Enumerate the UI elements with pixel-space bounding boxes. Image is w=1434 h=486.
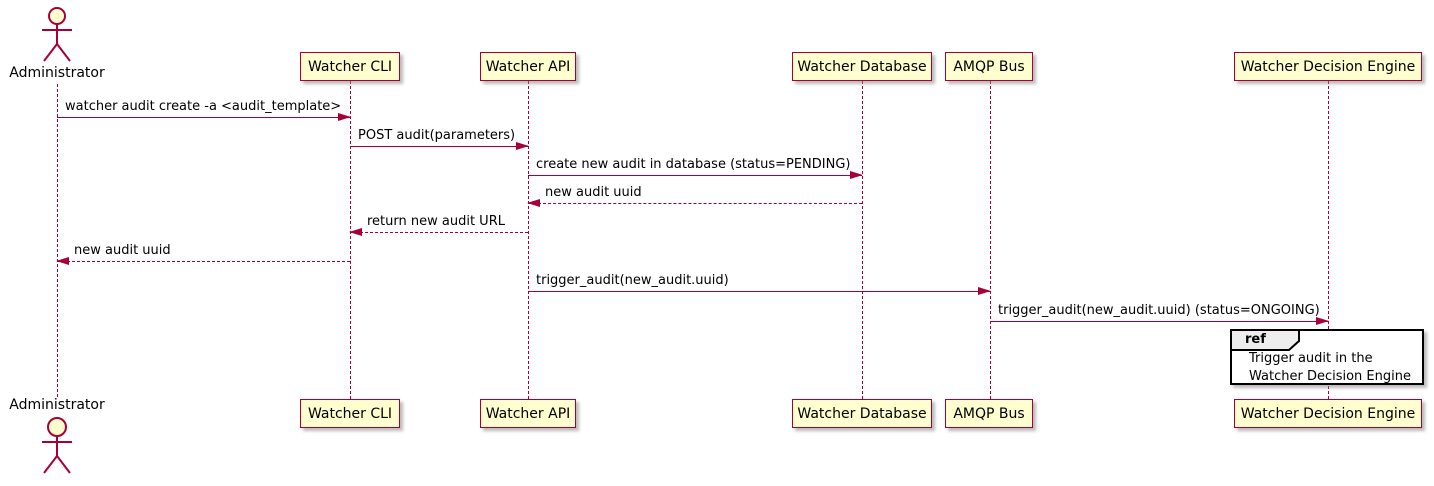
message-label: watcher audit create -a <audit_template> bbox=[65, 99, 342, 114]
lifeline-watcher-api bbox=[528, 81, 529, 399]
ref-text-line2: Watcher Decision Engine bbox=[1249, 369, 1411, 384]
participant-label: Watcher Decision Engine bbox=[1240, 405, 1416, 422]
arrowhead-icon bbox=[1316, 317, 1329, 325]
ref-text-line1: Trigger audit in the bbox=[1249, 351, 1373, 366]
message-label: return new audit URL bbox=[367, 214, 505, 229]
participant-watcher-decision-engine-top: Watcher Decision Engine bbox=[1234, 52, 1422, 81]
message-label: new audit uuid bbox=[74, 243, 171, 258]
participant-amqp-bus-top: AMQP Bus bbox=[945, 52, 1033, 81]
arrowhead-icon bbox=[349, 228, 362, 236]
participant-watcher-database-bottom: Watcher Database bbox=[792, 399, 932, 428]
participant-watcher-cli-top: Watcher CLI bbox=[300, 52, 400, 81]
message-label: create new audit in database (status=PEN… bbox=[536, 157, 851, 172]
message-line bbox=[57, 261, 350, 262]
participant-label: Watcher CLI bbox=[307, 405, 393, 422]
participant-label: AMQP Bus bbox=[953, 58, 1025, 75]
participant-watcher-decision-engine-bottom: Watcher Decision Engine bbox=[1234, 399, 1422, 428]
participant-label: AMQP Bus bbox=[953, 405, 1025, 422]
message-line bbox=[350, 146, 528, 147]
lifeline-watcher-cli bbox=[350, 81, 351, 399]
actor-name-bottom: Administrator bbox=[9, 397, 105, 413]
participant-watcher-api-top: Watcher API bbox=[480, 52, 576, 81]
lifeline-watcher-database bbox=[862, 81, 863, 399]
participant-label: Watcher Database bbox=[797, 58, 927, 75]
participant-label: Watcher CLI bbox=[307, 58, 393, 75]
participant-watcher-database-top: Watcher Database bbox=[792, 52, 932, 81]
participant-label: Watcher Decision Engine bbox=[1240, 58, 1416, 75]
participant-label: Watcher Database bbox=[797, 405, 927, 422]
arrowhead-icon bbox=[516, 142, 529, 150]
message-label: new audit uuid bbox=[545, 185, 642, 200]
message-label: trigger_audit(new_audit.uuid) bbox=[536, 273, 729, 288]
participant-watcher-cli-bottom: Watcher CLI bbox=[300, 399, 400, 428]
message-line bbox=[528, 291, 990, 292]
arrowhead-icon bbox=[56, 257, 69, 265]
message-line bbox=[990, 321, 1328, 322]
arrowhead-icon bbox=[978, 287, 991, 295]
message-label: trigger_audit(new_audit.uuid) (status=ON… bbox=[998, 303, 1320, 318]
ref-keyword: ref bbox=[1245, 332, 1266, 347]
message-line bbox=[528, 175, 862, 176]
participant-label: Watcher API bbox=[485, 405, 571, 422]
ref-fragment: ref Trigger audit in the Watcher Decisio… bbox=[1230, 329, 1424, 385]
actor-icon bbox=[42, 7, 72, 62]
arrowhead-icon bbox=[850, 171, 863, 179]
message-label: POST audit(parameters) bbox=[358, 128, 516, 143]
message-line bbox=[528, 203, 862, 204]
message-line bbox=[57, 117, 350, 118]
participant-watcher-api-bottom: Watcher API bbox=[480, 399, 576, 428]
lifeline-administrator bbox=[57, 84, 58, 397]
message-line bbox=[350, 232, 528, 233]
actor-icon bbox=[42, 417, 72, 474]
actor-name-top: Administrator bbox=[9, 65, 105, 81]
ref-pentagon-icon bbox=[1230, 329, 1300, 351]
lifeline-amqp-bus bbox=[990, 81, 991, 399]
participant-amqp-bus-bottom: AMQP Bus bbox=[945, 399, 1033, 428]
lifeline-watcher-decision-engine bbox=[1328, 81, 1329, 399]
arrowhead-icon bbox=[527, 199, 540, 207]
arrowhead-icon bbox=[338, 113, 351, 121]
participant-label: Watcher API bbox=[485, 58, 571, 75]
